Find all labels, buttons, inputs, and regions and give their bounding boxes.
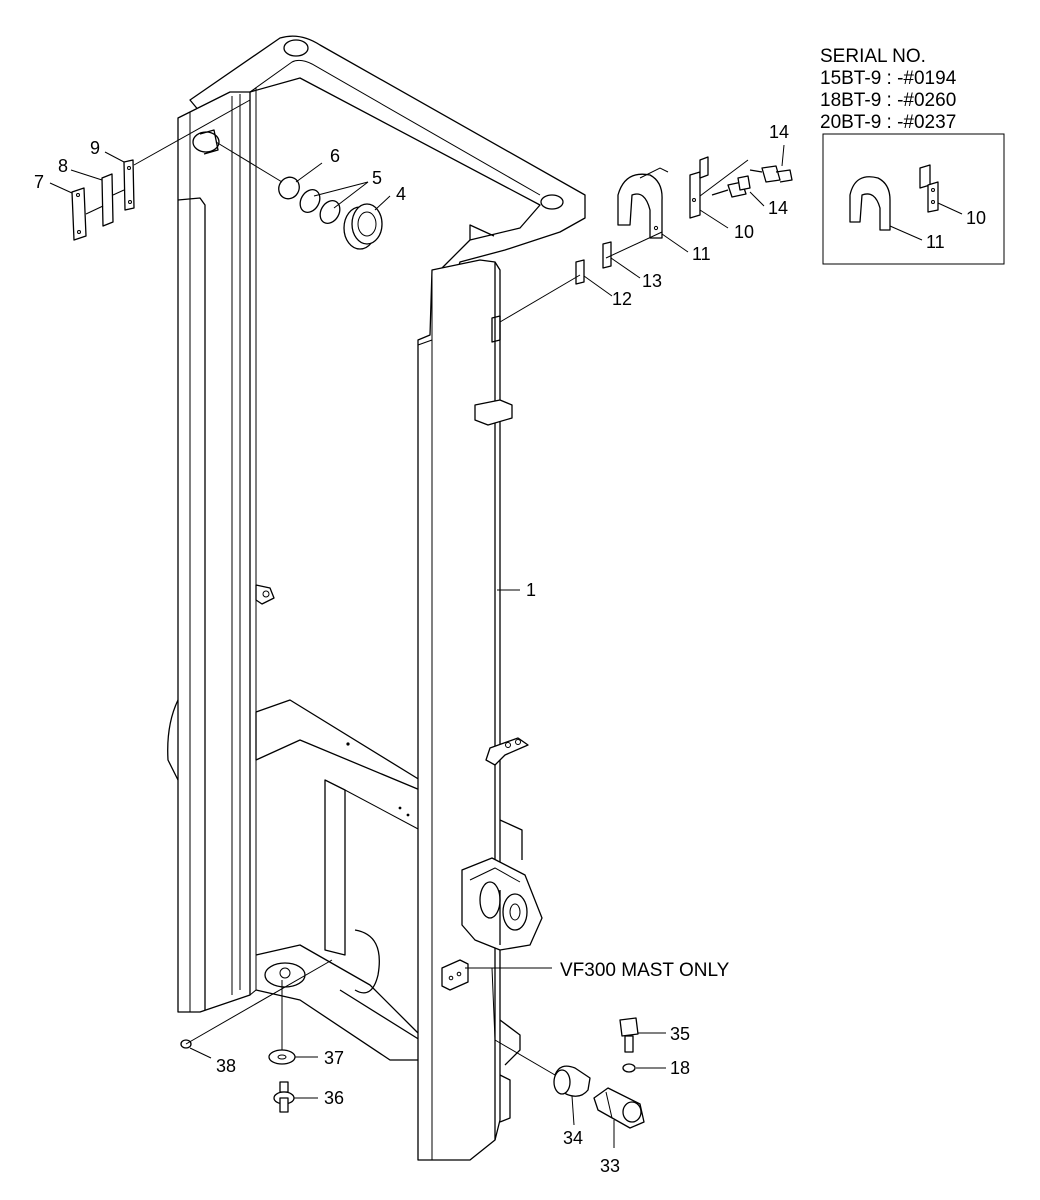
part-label-5: 5 [372, 168, 382, 188]
part-label-4: 4 [396, 184, 406, 204]
part-label-12: 12 [612, 289, 632, 309]
part-label-10-detail: 10 [966, 208, 986, 228]
part-37-washer [268, 1049, 296, 1065]
part-label-1: 1 [526, 580, 536, 600]
part-label-14-lower: 14 [768, 198, 788, 218]
part-10-bracket [689, 156, 709, 219]
part-33-pin [593, 1087, 645, 1129]
serial-detail-box [822, 133, 1005, 265]
part-4-bearing [343, 203, 383, 250]
part-label-11-detail: 11 [926, 232, 945, 252]
serial-number-text: SERIAL NO. 15BT-9 : -#0194 18BT-9 : -#02… [820, 46, 957, 133]
part-13-plate [602, 241, 612, 269]
part-34-bushing [553, 1065, 591, 1097]
part-18-washer [622, 1063, 636, 1073]
part-label-35: 35 [670, 1024, 690, 1044]
part-label-37: 37 [324, 1048, 344, 1068]
part-36-bolt [273, 1081, 295, 1113]
serial-line: 20BT-9 : -#0237 [820, 112, 956, 133]
part-11-clamp [617, 167, 669, 239]
vf300-note: VF300 MAST ONLY [560, 960, 730, 981]
part-label-9: 9 [90, 138, 100, 158]
part-35-bolt [619, 1017, 639, 1053]
part-label-33: 33 [600, 1156, 620, 1176]
part-label-36: 36 [324, 1088, 344, 1108]
part-label-10: 10 [734, 222, 754, 242]
leader-lines [49, 99, 963, 1148]
part-14-bolt-upper [749, 165, 793, 183]
part-label-6: 6 [330, 146, 340, 166]
serial-title: SERIAL NO. [820, 46, 926, 67]
part-label-34: 34 [563, 1128, 583, 1148]
mast-pivot-boss [192, 129, 220, 155]
part-label-18: 18 [670, 1058, 690, 1078]
part-label-14-upper: 14 [769, 122, 789, 142]
mast-frame [167, 35, 586, 1161]
part-label-11: 11 [692, 244, 711, 264]
part-6-ring [278, 176, 300, 200]
part-label-7: 7 [34, 172, 44, 192]
part-14-bolt-lower [711, 175, 751, 198]
part-9-plate [123, 159, 135, 211]
part-label-13: 13 [642, 271, 662, 291]
part-label-8: 8 [58, 156, 68, 176]
part-7-plate [71, 187, 87, 241]
part-labels: 1 4 5 6 7 8 9 10 10 11 11 12 13 14 14 18… [34, 122, 986, 1176]
serial-line: 18BT-9 : -#0260 [820, 90, 956, 111]
part-label-38: 38 [216, 1056, 236, 1076]
part-8-plate [101, 173, 114, 227]
serial-line: 15BT-9 : -#0194 [820, 68, 957, 89]
part-12-plate [575, 259, 585, 285]
